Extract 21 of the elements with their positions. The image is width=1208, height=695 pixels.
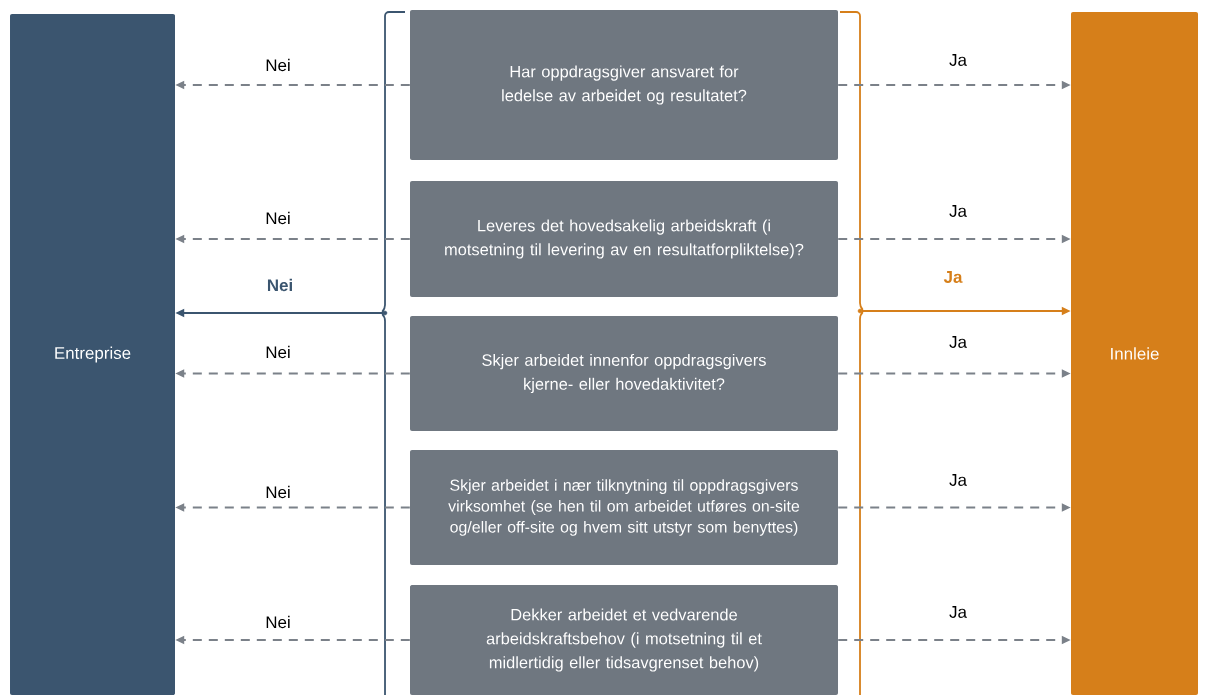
edge-label: Nei: [264, 210, 292, 226]
edge-label: Nei: [264, 484, 292, 500]
question-box: Leveres det hovedsakelig arbeidskraft (i motsetning til levering av en resultatforpliktelse)?: [410, 181, 838, 297]
question-box: Har oppdragsgiver ansvaret for ledelse av arbeidet og resultatet?: [410, 10, 838, 160]
column-bar: Innleie: [1071, 12, 1198, 695]
edge-label: Ja: [948, 473, 968, 487]
question-box: Skjer arbeidet innenfor oppdragsgivers kjerne- eller hovedaktivitet?: [410, 316, 838, 431]
column-bar: Entreprise: [10, 14, 175, 695]
bracket-tip: [382, 310, 388, 316]
question-box: Skjer arbeidet i nær tilknytning til oppdragsgivers virksomhet (se hen til om arbeidet utføres on-site og/eller off-site og hvem sitt utstyr som benyttes): [410, 450, 838, 565]
edge-label: Nei: [264, 344, 292, 360]
edge-label: Nei: [265, 277, 295, 293]
edge-label: Ja: [948, 605, 968, 619]
edge-label: Ja: [948, 204, 968, 218]
edge-label: Ja: [948, 53, 968, 67]
edge-label: Ja: [942, 270, 964, 284]
edge-label: Ja: [948, 335, 968, 349]
edge-label: Nei: [264, 614, 292, 630]
edge-label: Nei: [264, 57, 292, 73]
bracket-tip: [857, 308, 863, 314]
question-box: Dekker arbeidet et vedvarende arbeidskraftsbehov (i motsetning til et midlertidig eller tidsavgrenset behov): [410, 585, 838, 695]
